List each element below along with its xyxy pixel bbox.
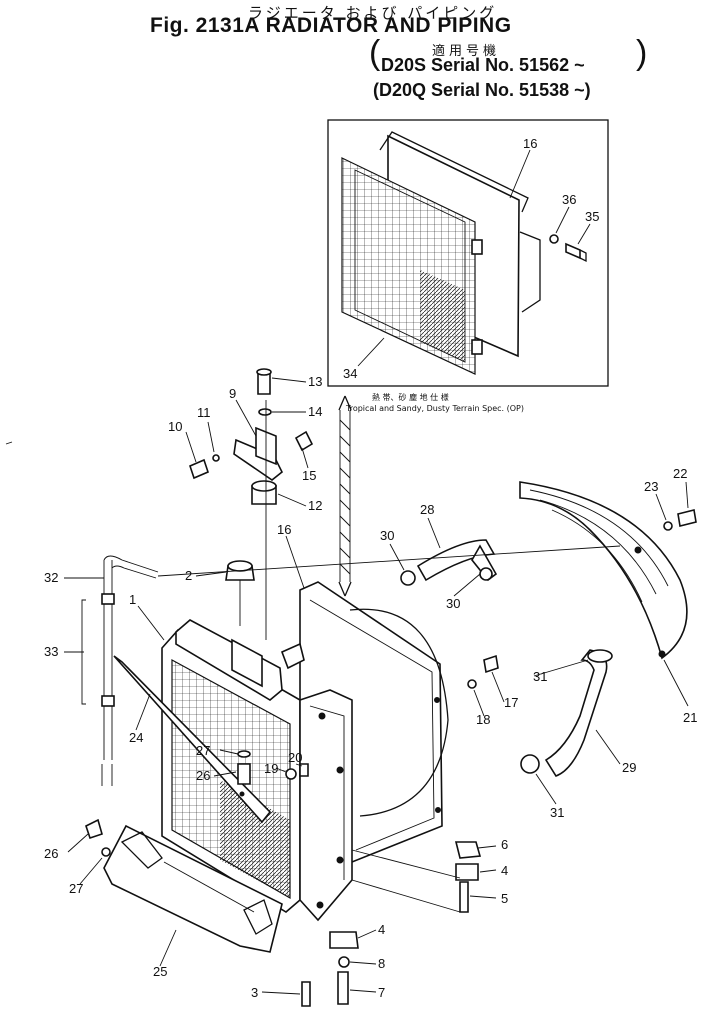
inset-tropical-spec: 16 36 35 34 (327, 119, 609, 387)
callout-31b: 31 (550, 805, 564, 820)
fan-guard (519, 481, 688, 660)
callout-31a: 31 (533, 669, 547, 684)
callout-7: 7 (378, 985, 385, 1000)
radiator-core (161, 619, 353, 922)
callout-labels: 1 2 3 4 4 5 6 7 8 9 10 11 12 13 14 15 16… (44, 374, 697, 1000)
serial-number-d20q: (D20Q Serial No. 51538 ~) (373, 80, 591, 100)
inset-label-16: 16 (523, 136, 537, 151)
stay-bar (113, 655, 272, 824)
callout-25: 25 (153, 964, 167, 979)
callout-5: 5 (501, 891, 508, 906)
lower-hose (520, 649, 613, 777)
callout-13: 13 (308, 374, 322, 389)
callout-23: 23 (644, 479, 658, 494)
callout-18: 18 (476, 712, 490, 727)
inset-bolt (565, 242, 581, 260)
callout-6: 6 (501, 837, 508, 852)
callout-9: 9 (229, 386, 236, 401)
callout-12: 12 (308, 498, 322, 513)
callout-30a: 30 (380, 528, 394, 543)
reference-arrow (338, 395, 352, 597)
callout-28: 28 (420, 502, 434, 517)
overflow-pipe (103, 560, 113, 760)
radiator-cap (225, 560, 255, 581)
callout-4b: 4 (501, 863, 508, 878)
applicability-japanese: 適用号機 (432, 44, 501, 59)
callout-22: 22 (673, 466, 687, 481)
serial-bracket-left: ( (369, 34, 381, 72)
inset-note-english: Tropical and Sandy, Dusty Terrain Spec. … (345, 404, 524, 413)
callout-2: 2 (185, 568, 192, 583)
callout-20: 20 (288, 750, 302, 765)
callout-17: 17 (504, 695, 518, 710)
callout-10: 10 (168, 419, 182, 434)
callout-27b: 27 (69, 881, 83, 896)
callout-leaders (64, 377, 689, 995)
inset-label-35: 35 (585, 209, 599, 224)
callout-32: 32 (44, 570, 58, 585)
callout-33: 33 (44, 644, 58, 659)
callout-15: 15 (302, 468, 316, 483)
callout-8: 8 (378, 956, 385, 971)
japanese-title: ラジエータ および パイピング (248, 4, 498, 22)
serial-bracket-right: ) (636, 34, 648, 72)
callout-3: 3 (251, 985, 258, 1000)
bottom-guard-plate (103, 824, 283, 953)
callout-1: 1 (129, 592, 136, 607)
callout-4a: 4 (378, 922, 385, 937)
inset-note-japanese: 熱 帯、砂 塵 地 仕 様 (372, 392, 449, 402)
callout-19: 19 (264, 761, 278, 776)
callout-27a: 27 (196, 743, 210, 758)
callout-14: 14 (308, 404, 322, 419)
upper-bracket-assembly (189, 368, 314, 640)
callout-24: 24 (129, 730, 143, 745)
callout-21: 21 (683, 710, 697, 725)
callout-26b: 26 (44, 846, 58, 861)
fastener-hardware (85, 509, 697, 1007)
figure-title: Fig. 2131A RADIATOR AND PIPING (150, 14, 512, 37)
inset-washer (549, 234, 559, 244)
callout-30b: 30 (446, 596, 460, 611)
serial-number-d20s: D20S Serial No. 51562 ~ (381, 55, 585, 75)
callout-16: 16 (277, 522, 291, 537)
inset-label-34: 34 (343, 366, 357, 381)
callout-26a: 26 (196, 768, 210, 783)
callout-29: 29 (622, 760, 636, 775)
inset-label-36: 36 (562, 192, 576, 207)
upper-hose (400, 539, 498, 586)
callout-11: 11 (197, 405, 211, 420)
